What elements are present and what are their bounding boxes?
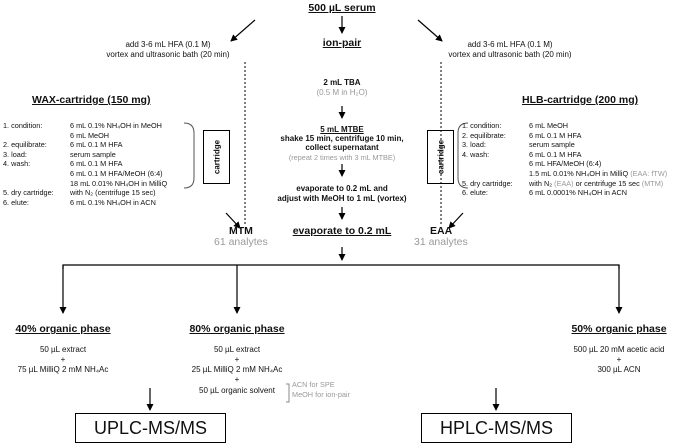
solvent-bracket — [286, 383, 290, 403]
evaporate-label: evaporate to 0.2 mL — [292, 225, 392, 237]
hlb-title: HLB-cartridge (200 mg) — [522, 94, 639, 106]
phase80-line3: 50 µL organic solvent — [199, 386, 275, 395]
phase80-plus1: + — [234, 355, 240, 364]
hlb-step: 6. elute:6 mL 0.0001% NH₄OH in ACN — [462, 188, 628, 198]
wax-cartridge-box: cartridge — [203, 130, 230, 184]
tba-label: 2 mL TBA — [323, 78, 361, 87]
phase50-line1: 500 µL 20 mM acetic acid — [573, 345, 665, 354]
hlb-cartridge-box: cartridge — [427, 130, 454, 184]
phase40-title: 40% organic phase — [15, 323, 111, 335]
shake-line2: collect supernatant — [305, 143, 379, 152]
hplc-box: HPLC-MS/MS — [421, 413, 572, 443]
hlb-step: 2. equilibrate:6 mL 0.1 M HFA — [462, 130, 582, 140]
hlb-step: 5. dry cartridge:with N₂ (EAA) or centri… — [462, 178, 664, 188]
hlb-brace — [457, 122, 469, 189]
hlb-steps: 1. condition:6 mL MeOH 2. equilibrate:6 … — [462, 121, 668, 199]
uplc-box: UPLC-MS/MS — [75, 413, 226, 443]
wax-step: 5. dry cartridge:with N₂ (centrifuge 15 … — [3, 188, 156, 198]
arrow-wax-to-mtm — [225, 212, 241, 229]
evap-line1: evaporate to 0.2 mL and — [296, 184, 388, 193]
wax-step: 6. elute:6 mL 0.1% NH₄OH in ACN — [3, 197, 156, 207]
hlb-wash-note: (EAA: fTW) — [630, 168, 668, 178]
uplc-label: UPLC-MS/MS — [93, 418, 207, 438]
evap-line2: adjust with MeOH to 1 mL (vortex) — [277, 194, 407, 203]
phase40-line1: 50 µL extract — [39, 345, 87, 354]
wax-brace — [183, 122, 195, 189]
wax-step: 3. load:serum sample — [3, 149, 116, 159]
left-prep-line2: vortex and ultrasonic bath (20 min) — [106, 50, 230, 59]
phase80-plus2: + — [234, 375, 240, 384]
phase80-note2: MeOH for ion-pair — [292, 390, 350, 399]
phase80-title: 80% organic phase — [189, 323, 285, 335]
wax-step: 2. equilibrate:6 mL 0.1 M HFA — [3, 140, 123, 150]
hlb-step: 1. condition:6 mL MeOH — [462, 121, 569, 130]
left-prep-line1: add 3-6 mL HFA (0.1 M) — [125, 40, 211, 49]
wax-title: WAX-cartridge (150 mg) — [32, 94, 151, 106]
phase80-line2: 25 µL MilliQ 2 mM NH₄Ac — [191, 365, 283, 374]
hlb-cartridge-label: cartridge — [436, 139, 445, 175]
wax-cartridge-label: cartridge — [212, 139, 221, 175]
phase50-line2: 300 µL ACN — [597, 365, 641, 374]
arrow-serum-left — [230, 19, 256, 42]
phase40-plus: + — [60, 355, 66, 364]
hlb-step: 3. load:serum sample — [462, 140, 575, 150]
phase80-line1: 50 µL extract — [213, 345, 261, 354]
hplc-label: HPLC-MS/MS — [439, 418, 553, 438]
eaa-label: EAA — [430, 225, 453, 237]
phase40-line2: 75 µL MilliQ 2 mM NH₄Ac — [17, 365, 109, 374]
repeat-note: (repeat 2 times with 3 mL MTBE) — [288, 153, 396, 162]
arrow-hlb-to-eaa — [448, 212, 464, 229]
split-line — [62, 264, 620, 269]
phase50-title: 50% organic phase — [571, 323, 667, 335]
mtm-label: MTM — [229, 225, 253, 237]
mtbe-label: 5 mL MTBE — [320, 125, 364, 134]
phase50-plus: + — [616, 355, 622, 364]
tba-concentration: (0.5 M in H₂O) — [316, 88, 368, 97]
shake-line1: shake 15 min, centrifuge 10 min, — [280, 134, 404, 143]
eaa-count: 31 analytes — [414, 236, 468, 248]
right-prep-line1: add 3-6 mL HFA (0.1 M) — [467, 40, 553, 49]
serum-title: 500 µL serum — [308, 2, 376, 14]
ionpair-title: ion-pair — [322, 37, 362, 49]
arrow-serum-right — [417, 19, 443, 42]
right-prep-line2: vortex and ultrasonic bath (20 min) — [448, 50, 572, 59]
phase80-note1: ACN for SPE — [292, 380, 335, 389]
mtm-count: 61 analytes — [214, 236, 268, 248]
